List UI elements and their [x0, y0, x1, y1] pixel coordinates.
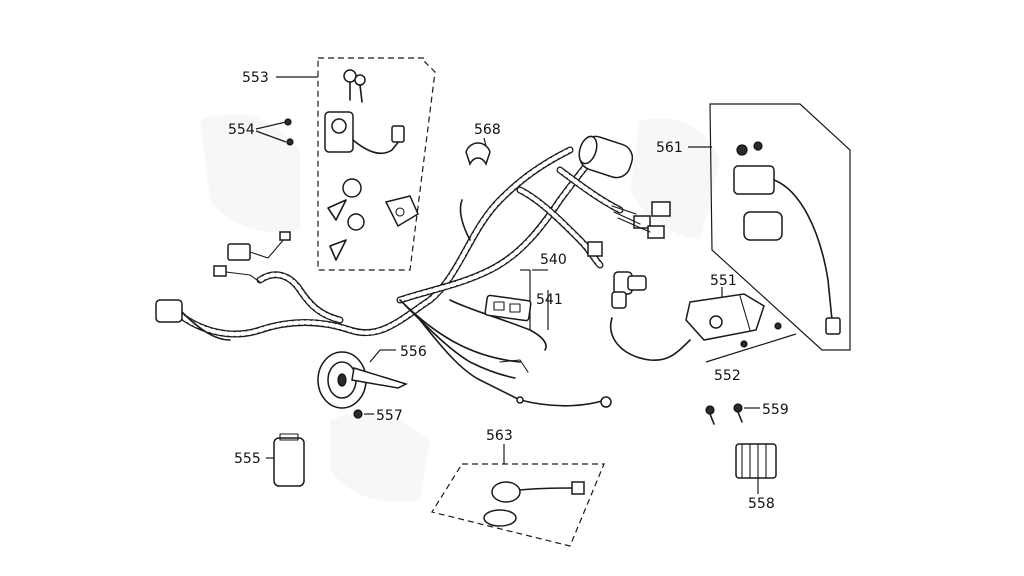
sensor-kit: [431, 444, 605, 547]
main-wiring-harness: [176, 146, 624, 407]
helmet-lock: [329, 195, 419, 261]
callout-568: 568: [474, 122, 501, 138]
callout-552: 552: [714, 368, 741, 384]
callout-559: 559: [762, 402, 789, 418]
callout-557: 557: [376, 408, 403, 424]
callout-556: 556: [400, 344, 427, 360]
spark-plug-cap: [609, 271, 691, 361]
loose-wire-terminals: [499, 359, 612, 408]
callout-561: 561: [656, 140, 683, 156]
regulator-screws: [705, 403, 760, 425]
callout-553: 553: [242, 70, 269, 86]
seat-lock: [327, 178, 362, 221]
coil-bolts-552: [705, 333, 797, 363]
harness-end-connectors: [587, 201, 671, 257]
callout-541: 541: [536, 292, 563, 308]
callout-554: 554: [228, 122, 255, 138]
ignition-coil: [685, 287, 782, 348]
harness-grommet-540-541: [484, 269, 549, 330]
callout-551: 551: [710, 273, 737, 289]
ignition-switch: [324, 111, 405, 155]
callout-555: 555: [234, 451, 261, 467]
screw-pair-554: [255, 118, 294, 146]
horn: [317, 349, 409, 409]
starter-relay-kit: [688, 103, 851, 351]
key-pair: [343, 69, 366, 103]
voltage-regulator: [735, 443, 777, 494]
upper-left-connectors: [213, 231, 291, 283]
callout-563: 563: [486, 428, 513, 444]
condenser-capacitor: [578, 135, 634, 179]
callout-540: 540: [540, 252, 567, 268]
harness-clip-568: [465, 137, 491, 166]
left-switch-connector: [155, 299, 231, 341]
callout-558: 558: [748, 496, 775, 512]
horn-nut: [353, 409, 374, 419]
background-watermark: [200, 114, 720, 502]
flasher-relay: [266, 433, 305, 487]
ignition-lock-kit: [276, 57, 436, 271]
